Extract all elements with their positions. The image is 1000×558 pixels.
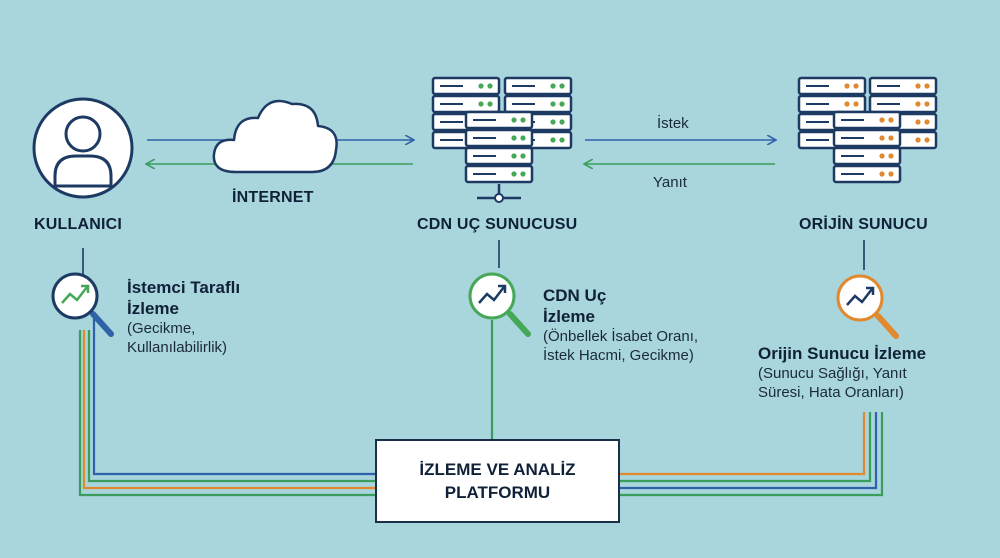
internet-label: İNTERNET — [232, 189, 314, 206]
response-label: Yanıt — [653, 174, 687, 191]
cdn-server-rack-front — [464, 110, 534, 203]
user-avatar-icon — [32, 97, 134, 199]
origin-monitoring-title: Orijin Sunucu İzleme — [758, 344, 927, 363]
client-monitoring-block: İstemci Taraflı İzleme (Gecikme, Kullanı… — [127, 277, 277, 357]
client-monitoring-title: İstemci Taraflı İzleme — [127, 278, 241, 318]
client-blue-line — [92, 316, 375, 476]
origin-monitoring-block: Orijin Sunucu İzleme (Sunucu Sağlığı, Ya… — [758, 343, 948, 402]
monitoring-connector-lines — [78, 240, 884, 497]
origin-monitor-magnifier-icon — [836, 274, 899, 339]
origin-server-label: ORİJİN SUNUCU — [799, 216, 928, 233]
origin-server-cluster-icon — [797, 76, 938, 184]
user-label: KULLANICI — [34, 216, 123, 233]
cdn-edge-label: CDN UÇ SUNUCUSU — [417, 216, 578, 233]
monitoring-platform-label: İZLEME VE ANALİZ PLATFORMU — [419, 460, 576, 502]
client-top-green-line — [78, 330, 375, 497]
request-label: İstek — [657, 115, 689, 132]
origin-orange-line — [620, 412, 866, 476]
cdn-monitoring-desc: (Önbellek İsabet Oranı, İstek Hacmi, Gec… — [543, 328, 699, 364]
cdn-monitor-magnifier-icon — [468, 272, 531, 337]
client-orange-line — [82, 330, 375, 490]
client-monitor-magnifier-icon — [51, 272, 114, 337]
origin-blue-line — [620, 412, 878, 490]
origin-server-rack-front — [832, 110, 902, 184]
cdn-monitoring-title: CDN Uç İzleme — [543, 286, 607, 326]
monitoring-platform-box: İZLEME VE ANALİZ PLATFORMU — [375, 439, 620, 523]
cloud-icon — [212, 99, 338, 174]
client-green-line — [87, 330, 375, 483]
origin-green-line-2 — [620, 412, 884, 497]
cdn-server-cluster-icon — [431, 76, 573, 203]
origin-monitoring-desc: (Sunucu Sağlığı, Yanıt Süresi, Hata Oran… — [758, 365, 907, 401]
client-monitoring-desc: (Gecikme, Kullanılabilirlik) — [127, 320, 228, 356]
origin-green-line — [620, 412, 872, 483]
cdn-monitoring-block: CDN Uç İzleme (Önbellek İsabet Oranı, İs… — [543, 285, 703, 365]
